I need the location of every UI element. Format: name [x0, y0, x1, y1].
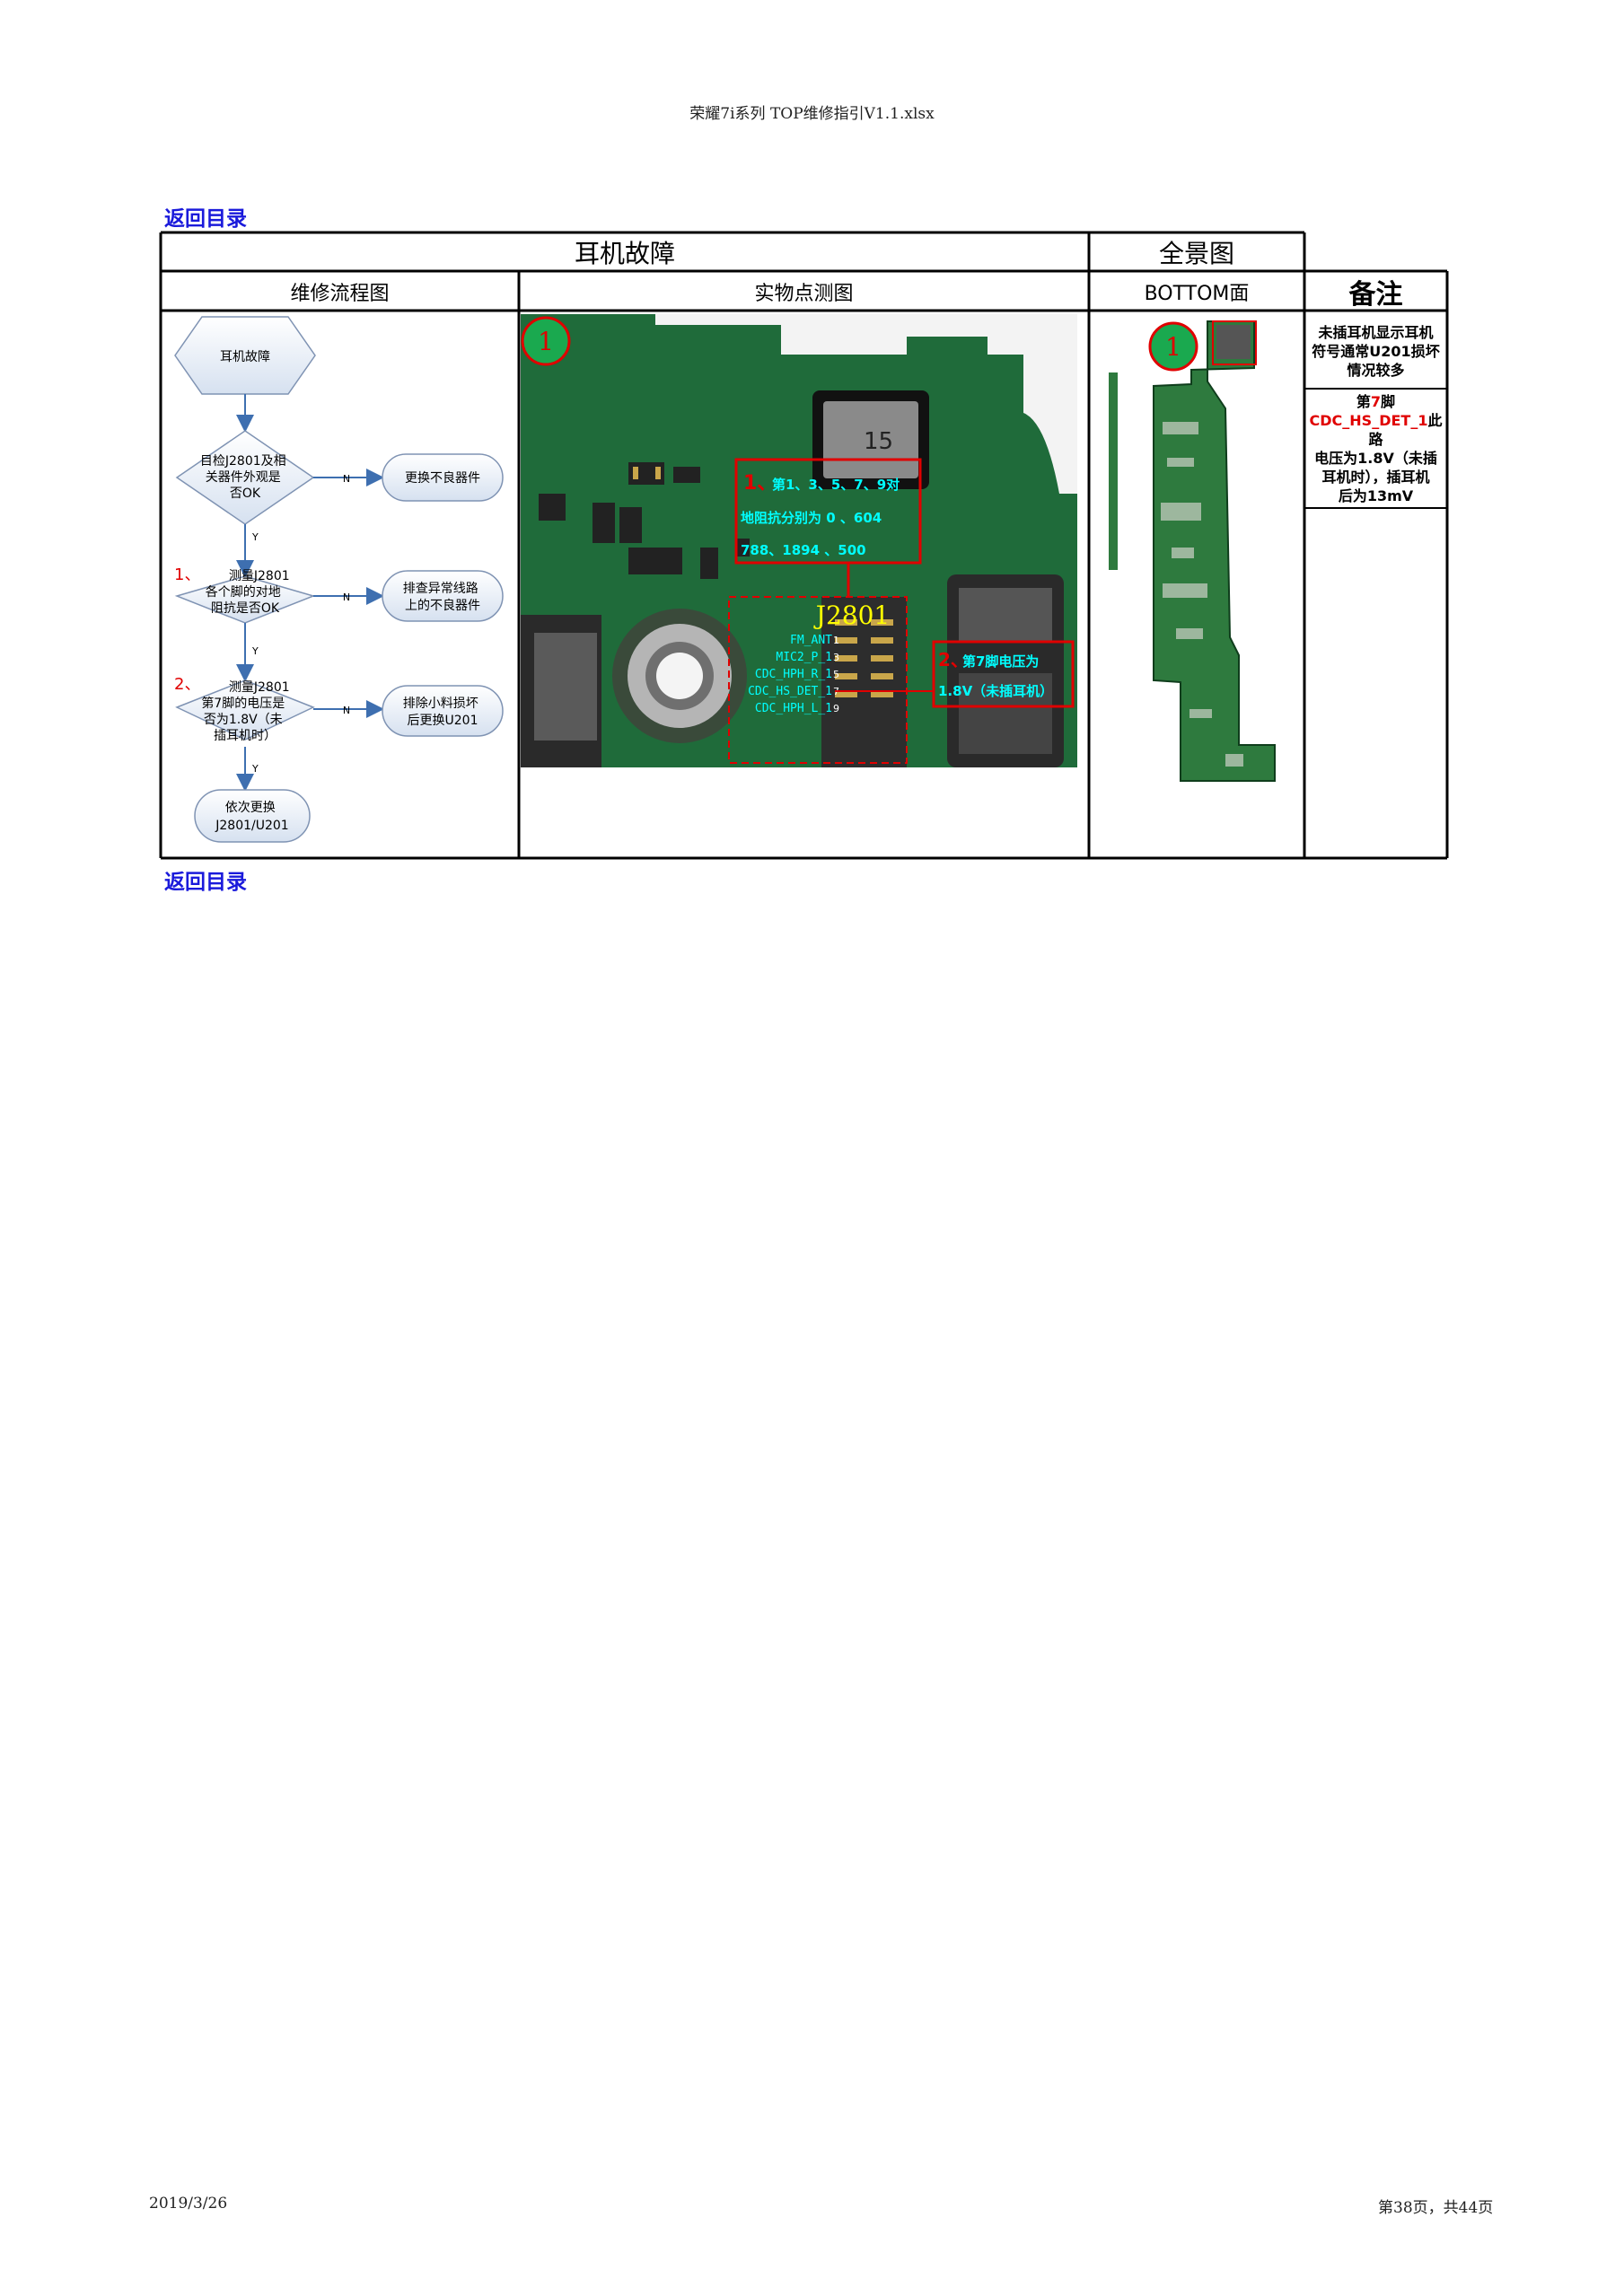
flow-no-label: N: [343, 705, 350, 716]
flow-action-check-lines-label: 排查异常线路 上的不良器件: [403, 582, 482, 613]
flow-yes-label: Y: [251, 645, 259, 657]
flow-action-replace-u201: [382, 685, 504, 737]
flow-end-node: [194, 789, 311, 843]
note-line: 未插耳机显示耳机: [1318, 323, 1434, 341]
marker-1-label: 1: [538, 327, 554, 356]
pin-label: CDC_HPH_L_1: [755, 702, 832, 715]
impedance-callout-text: 1、 第1、3、5、7、9对 地阻抗分别为 0 、604 788、1894 、5…: [741, 472, 905, 558]
column-header-flowchart: 维修流程图: [290, 282, 390, 305]
flow-no-label: N: [343, 473, 350, 485]
flow-decision-voltage: [175, 679, 315, 741]
pin-label: FM_ANT: [790, 634, 832, 647]
note-line: 符号通常U201损坏: [1312, 342, 1440, 360]
note-text: 第: [1356, 393, 1371, 410]
impedance-callout-box: [734, 458, 922, 565]
note-pin: 7: [1370, 393, 1382, 410]
note-u201: 未插耳机显示耳机 符号通常U201损坏 情况较多: [1306, 314, 1445, 388]
marker-1: [521, 316, 571, 366]
j2801-dashed-box: [728, 596, 908, 764]
pin-label: CDC_HPH_R_1: [755, 668, 832, 681]
pin-number: 1: [833, 635, 839, 646]
flow-start-node: [174, 316, 316, 395]
repair-flowchart: 耳机故障 目检J2801及相 关器件外观是 否OK N 更换不良器件 Y 1、 …: [174, 316, 504, 843]
flow-yes-label: Y: [251, 531, 259, 543]
column-header-photo: 实物点测图: [754, 282, 854, 305]
component-marking: 15: [864, 428, 893, 455]
flow-no-label: N: [343, 592, 350, 603]
footer-date: 2019/3/26: [149, 2195, 228, 2213]
note-net-name: CDC_HS_DET_1: [1309, 412, 1428, 429]
bottom-highlight-box: [1212, 320, 1257, 365]
pcb-photo: 15 1 1、 第1、3、5、7、9对 地阻抗分别为 0 、604 788、18…: [521, 314, 1077, 767]
note-text: 脚: [1381, 393, 1396, 410]
footer-page-number: 第38页，共44页: [1378, 2199, 1494, 2217]
flow-yes-label: Y: [251, 763, 259, 775]
flow-decision-visual-check-label: 目检J2801及相 关器件外观是 否OK: [200, 454, 290, 501]
voltage-callout-text: 2、 第7脚电压为 1.8V（未插耳机）: [938, 649, 1053, 699]
j2801-label: J2801: [813, 600, 890, 630]
flow-action-replace-u201-label: 排除小料损坏 后更换U201: [403, 697, 482, 728]
note-hs-det: 第7脚 CDC_HS_DET_1此路 电压为1.8V（未插 耳机时），插耳机 后…: [1306, 391, 1445, 506]
pin-labels: FM_ANT MIC2_P_1 CDC_HPH_R_1 CDC_HS_DET_1…: [748, 634, 832, 715]
flow-start-label: 耳机故障: [220, 350, 270, 364]
pin-label: MIC2_P_1: [776, 651, 832, 664]
flow-decision-voltage-label: 2、 测量J2801 第7脚的电压是 否为1.8V（未 插耳机时）: [174, 675, 294, 743]
note-line: 耳机时），插耳机: [1321, 469, 1430, 486]
pin-number: 3: [833, 652, 839, 663]
pin-number: 9: [833, 703, 839, 714]
note-line: 电压为1.8V（未插: [1314, 450, 1437, 467]
flow-action-replace-parts: [382, 453, 504, 502]
pin-label: CDC_HS_DET_1: [748, 685, 832, 698]
note-line: 情况较多: [1347, 361, 1405, 379]
table-grid: [159, 231, 1449, 860]
flow-decision-impedance-label: 1、 测量J2801 各个脚的对地 阻抗是否OK: [174, 565, 294, 616]
note-text: 此路: [1368, 412, 1443, 448]
table-title: 耳机故障: [574, 239, 675, 268]
column-header-bottom: BOTTOM面: [1144, 282, 1250, 305]
file-title: 荣耀7i系列 TOP维修指引V1.1.xlsx: [689, 105, 935, 123]
flow-end-label: 依次更换 J2801/U201: [215, 800, 288, 833]
board-bottom-view: 1: [1109, 320, 1276, 782]
pin-number: 5: [833, 669, 839, 680]
panorama-title: 全景图: [1158, 239, 1234, 268]
flow-action-check-lines: [382, 570, 504, 622]
back-to-contents-link[interactable]: 返回目录: [164, 207, 247, 231]
column-header-notes: 备注: [1348, 278, 1403, 311]
back-to-contents-link-bottom[interactable]: 返回目录: [164, 871, 247, 894]
flow-action-replace-parts-label: 更换不良器件: [405, 470, 480, 486]
bottom-marker-1-label: 1: [1165, 332, 1181, 362]
voltage-callout-box: [932, 640, 1075, 708]
bottom-marker-1: [1148, 321, 1198, 372]
note-line: 后为13mV: [1338, 487, 1414, 504]
